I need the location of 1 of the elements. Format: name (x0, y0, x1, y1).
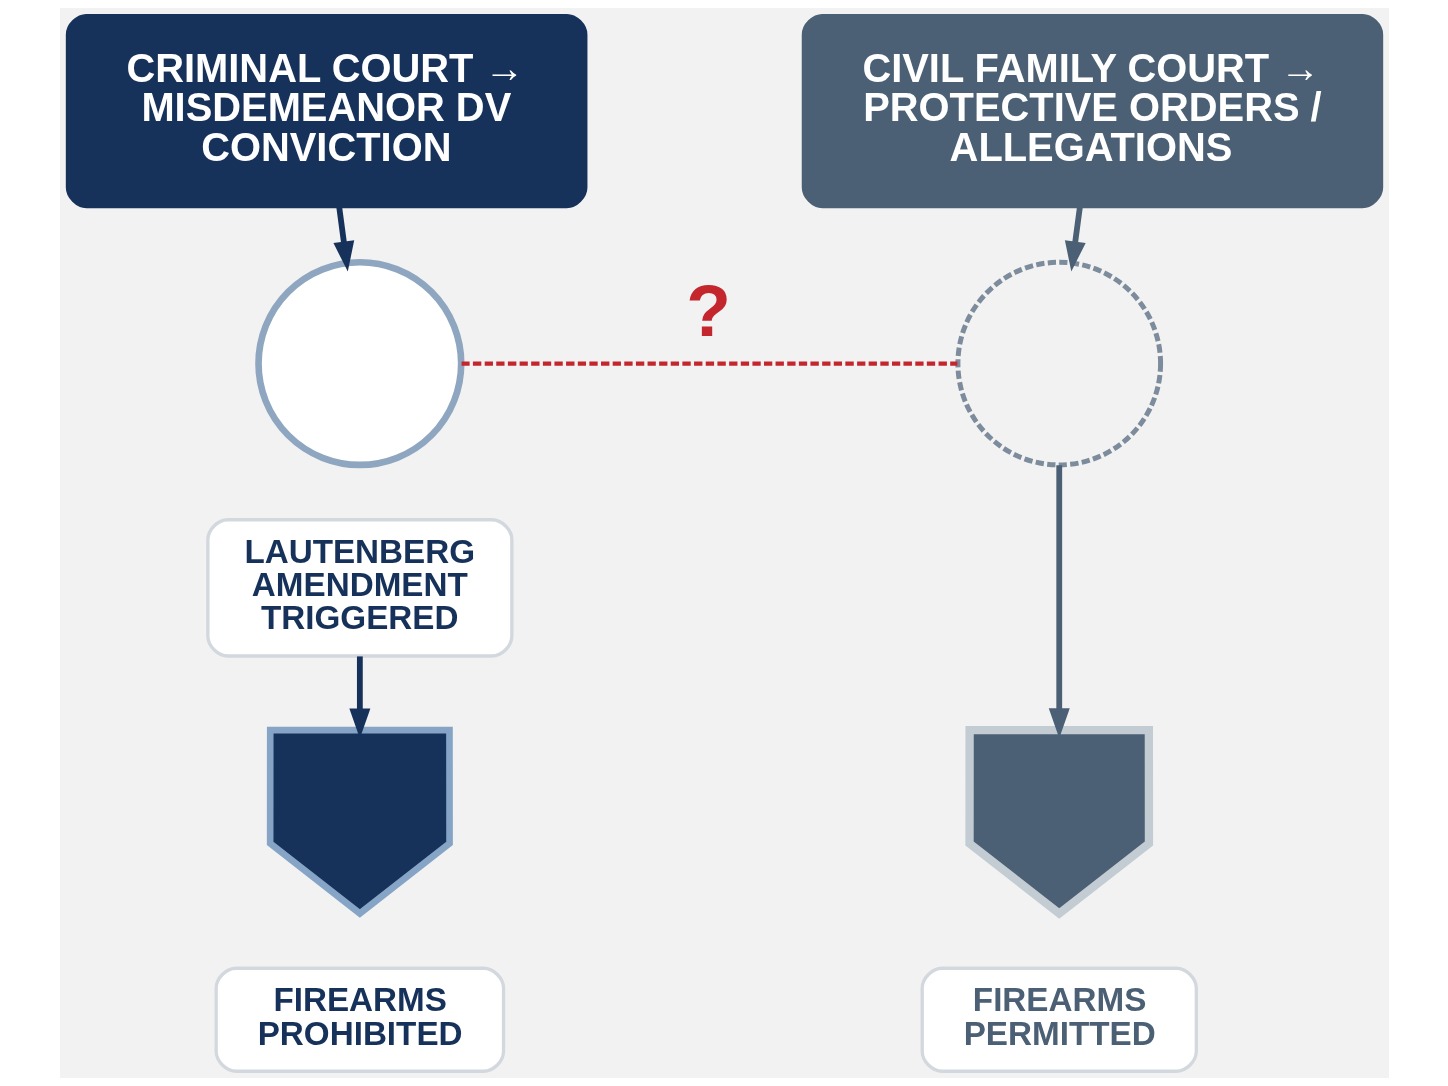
edge-label: ? (685, 269, 731, 351)
